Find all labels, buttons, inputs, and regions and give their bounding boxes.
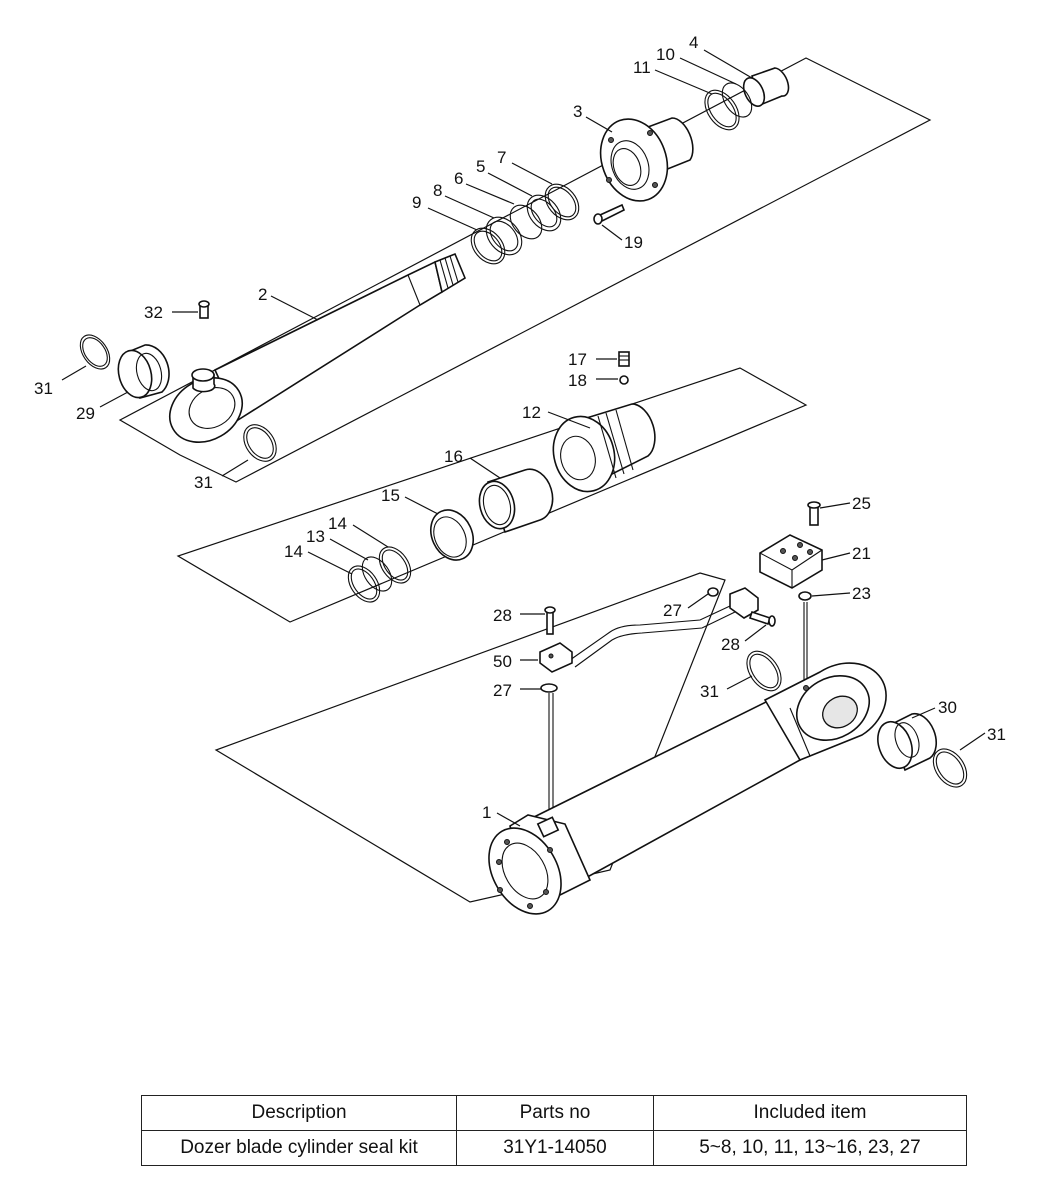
callout-15: 15: [381, 486, 400, 505]
callout-19: 19: [624, 233, 643, 252]
callout-25: 25: [852, 494, 871, 513]
cell-parts-no: 31Y1-14050: [456, 1130, 654, 1166]
part-9-ring: [470, 227, 506, 265]
part-15-ring: [430, 509, 474, 561]
callout-31-left: 31: [34, 379, 53, 398]
callout-31-rod: 31: [194, 473, 213, 492]
callout-18: 18: [568, 371, 587, 390]
callout-14-lower: 14: [284, 542, 303, 561]
part-2-rod: [169, 252, 467, 443]
exploded-parts-diagram: 4 10 11 3 7 5 6 8 9 19 2 32 31 29 31 17 …: [34, 33, 1006, 915]
part-6-ring: [509, 204, 543, 240]
callout-1: 1: [482, 803, 491, 822]
callout-8: 8: [433, 181, 442, 200]
part-17-set-screw: [618, 351, 630, 367]
part-28-bolt-a: [544, 606, 556, 635]
part-31-ring-left: [79, 334, 111, 370]
part-27-o-ring-lower: [540, 683, 558, 693]
callout-11: 11: [633, 58, 651, 77]
callout-17: 17: [568, 350, 587, 369]
part-14-ring-lower: [347, 565, 381, 603]
part-10-ring: [721, 82, 753, 118]
callout-2: 2: [258, 285, 267, 304]
callout-21: 21: [852, 544, 871, 563]
part-31-ring-tube: [746, 650, 782, 692]
part-14-ring-upper: [378, 546, 412, 584]
part-5-ring: [526, 194, 562, 232]
part-25-bolt: [807, 501, 821, 526]
callout-10: 10: [656, 45, 675, 64]
table-row: Dozer blade cylinder seal kit 31Y1-14050…: [141, 1130, 967, 1166]
callout-12: 12: [522, 403, 541, 422]
callout-3: 3: [573, 102, 582, 121]
callout-13: 13: [306, 527, 325, 546]
callout-31-tube: 31: [700, 682, 719, 701]
part-4-bushing: [742, 67, 790, 107]
callout-4: 4: [689, 33, 698, 52]
header-parts-no: Parts no: [456, 1095, 654, 1131]
seal-kit-table: Description Parts no Included item Dozer…: [141, 1095, 967, 1166]
part-29-bushing: [117, 344, 170, 399]
part-12-piston: [552, 403, 656, 493]
callout-28-left: 28: [493, 606, 512, 625]
part-21-valve-block: [759, 534, 823, 589]
tube-assembly-outline: [214, 572, 726, 903]
cell-included-item: 5~8, 10, 11, 13~16, 23, 27: [653, 1130, 967, 1166]
callout-32: 32: [144, 303, 163, 322]
callout-30: 30: [938, 698, 957, 717]
callout-28-right: 28: [721, 635, 740, 654]
part-31-ring-right: [932, 748, 968, 788]
callout-16: 16: [444, 447, 463, 466]
part-3-gland: [599, 117, 694, 202]
leader-lines: [61, 49, 986, 827]
callout-23: 23: [852, 584, 871, 603]
table-header-row: Description Parts no Included item: [141, 1095, 967, 1131]
cell-description: Dozer blade cylinder seal kit: [141, 1130, 457, 1166]
part-19-bolt: [593, 203, 626, 225]
callout-31-right: 31: [987, 725, 1006, 744]
callout-50: 50: [493, 652, 512, 671]
callout-27-lower: 27: [493, 681, 512, 700]
callout-5: 5: [476, 157, 485, 176]
callout-7: 7: [497, 148, 506, 167]
part-16-wear-ring: [478, 468, 554, 534]
callout-27-upper: 27: [663, 601, 682, 620]
header-included-item: Included item: [653, 1095, 967, 1131]
piston-assembly-outline: [176, 367, 808, 623]
part-7-ring: [544, 183, 580, 221]
callout-14-upper: 14: [328, 514, 347, 533]
part-23-o-ring: [798, 591, 812, 601]
part-18-ball: [619, 375, 629, 385]
part-30-bushing: [877, 712, 938, 772]
part-31-ring-rod: [243, 424, 277, 462]
part-32-grease-nipple: [198, 300, 210, 319]
part-11-ring: [704, 89, 740, 131]
callout-29: 29: [76, 404, 95, 423]
callout-6: 6: [454, 169, 463, 188]
callout-9: 9: [412, 193, 421, 212]
header-description: Description: [141, 1095, 457, 1131]
part-50-pipe: [539, 587, 759, 673]
part-28-bolt-b: [748, 610, 776, 627]
part-8-ring: [485, 216, 523, 256]
part-27-o-ring-upper: [707, 587, 719, 597]
part-1-tube: [488, 662, 887, 915]
